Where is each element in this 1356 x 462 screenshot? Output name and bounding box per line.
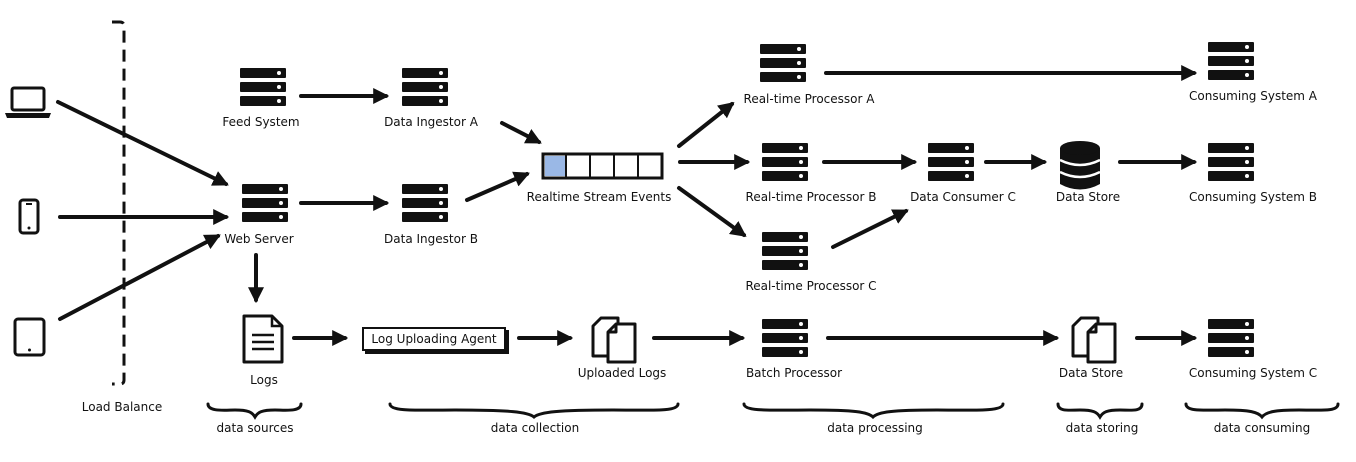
- stage-data-sources-label: data sources: [216, 421, 294, 435]
- consuming-system-a-server-icon: [1208, 42, 1254, 80]
- uploaded-logs-label: Uploaded Logs: [577, 366, 667, 380]
- logs-label: Logs: [250, 373, 278, 387]
- laptop-icon: [5, 86, 51, 118]
- log-document-icon: [242, 314, 284, 364]
- data-store-files-label: Data Store: [1058, 366, 1124, 380]
- uploaded-logs-icon: [591, 316, 637, 364]
- arrow-ingestor-b-stream: [465, 171, 530, 202]
- rt-processor-c-server-icon: [762, 232, 808, 270]
- arrow-laptop-webserver: [56, 100, 229, 186]
- brace-data-storing: [1056, 402, 1144, 420]
- rt-processor-b-server-icon: [762, 143, 808, 181]
- brace-data-sources: [206, 402, 303, 420]
- brace-data-consuming: [1184, 402, 1340, 420]
- arrow-ingestor-a-stream: [500, 121, 542, 144]
- log-uploading-agent-box: Log Uploading Agent: [362, 327, 506, 351]
- stage-data-storing-label: data storing: [1065, 421, 1139, 435]
- data-ingestor-a-server-icon: [402, 68, 448, 106]
- consuming-system-a-label: Consuming System A: [1188, 89, 1318, 103]
- consuming-system-b-label: Consuming System B: [1188, 190, 1318, 204]
- load-balance-label: Load Balance: [81, 400, 163, 414]
- data-ingestor-b-server-icon: [402, 184, 448, 222]
- arrow-stream-processor-c: [677, 186, 747, 237]
- stream-label: Realtime Stream Events: [526, 190, 672, 204]
- stream-queue-icon: [541, 152, 664, 180]
- consuming-system-c-server-icon: [1208, 319, 1254, 357]
- arrow-stream-processor-a: [677, 102, 735, 148]
- data-ingestor-b-label: Data Ingestor B: [384, 232, 478, 246]
- consuming-system-b-server-icon: [1208, 143, 1254, 181]
- arrow-processor-c-consumer-c: [831, 209, 909, 249]
- stage-data-processing-label: data processing: [827, 421, 923, 435]
- stage-data-collection-label: data collection: [490, 421, 580, 435]
- consuming-system-c-label: Consuming System C: [1188, 366, 1318, 380]
- arrow-tablet-webserver: [58, 234, 221, 321]
- data-ingestor-a-label: Data Ingestor A: [384, 115, 478, 129]
- data-consumer-c-label: Data Consumer C: [910, 190, 1016, 204]
- brace-data-processing: [742, 402, 1005, 420]
- database-icon: [1059, 141, 1101, 190]
- rt-processor-a-server-icon: [760, 44, 806, 82]
- rt-processor-c-label: Real-time Processor C: [745, 279, 877, 293]
- brace-data-collection: [388, 402, 680, 419]
- batch-processor-label: Batch Processor: [745, 366, 843, 380]
- web-server-label: Web Server: [224, 232, 294, 246]
- feed-system-server-icon: [240, 68, 286, 106]
- web-server-icon: [242, 184, 288, 222]
- data-store-files-icon: [1071, 316, 1117, 364]
- feed-system-label: Feed System: [222, 115, 300, 129]
- stage-data-consuming-label: data consuming: [1213, 421, 1311, 435]
- tablet-icon: [13, 317, 46, 357]
- batch-processor-server-icon: [762, 319, 808, 357]
- rt-processor-b-label: Real-time Processor B: [745, 190, 877, 204]
- data-consumer-c-server-icon: [928, 143, 974, 181]
- rt-processor-a-label: Real-time Processor A: [743, 92, 875, 106]
- data-store-db-label: Data Store: [1055, 190, 1121, 204]
- load-balancer-boundary: [112, 20, 126, 386]
- phone-icon: [18, 198, 40, 235]
